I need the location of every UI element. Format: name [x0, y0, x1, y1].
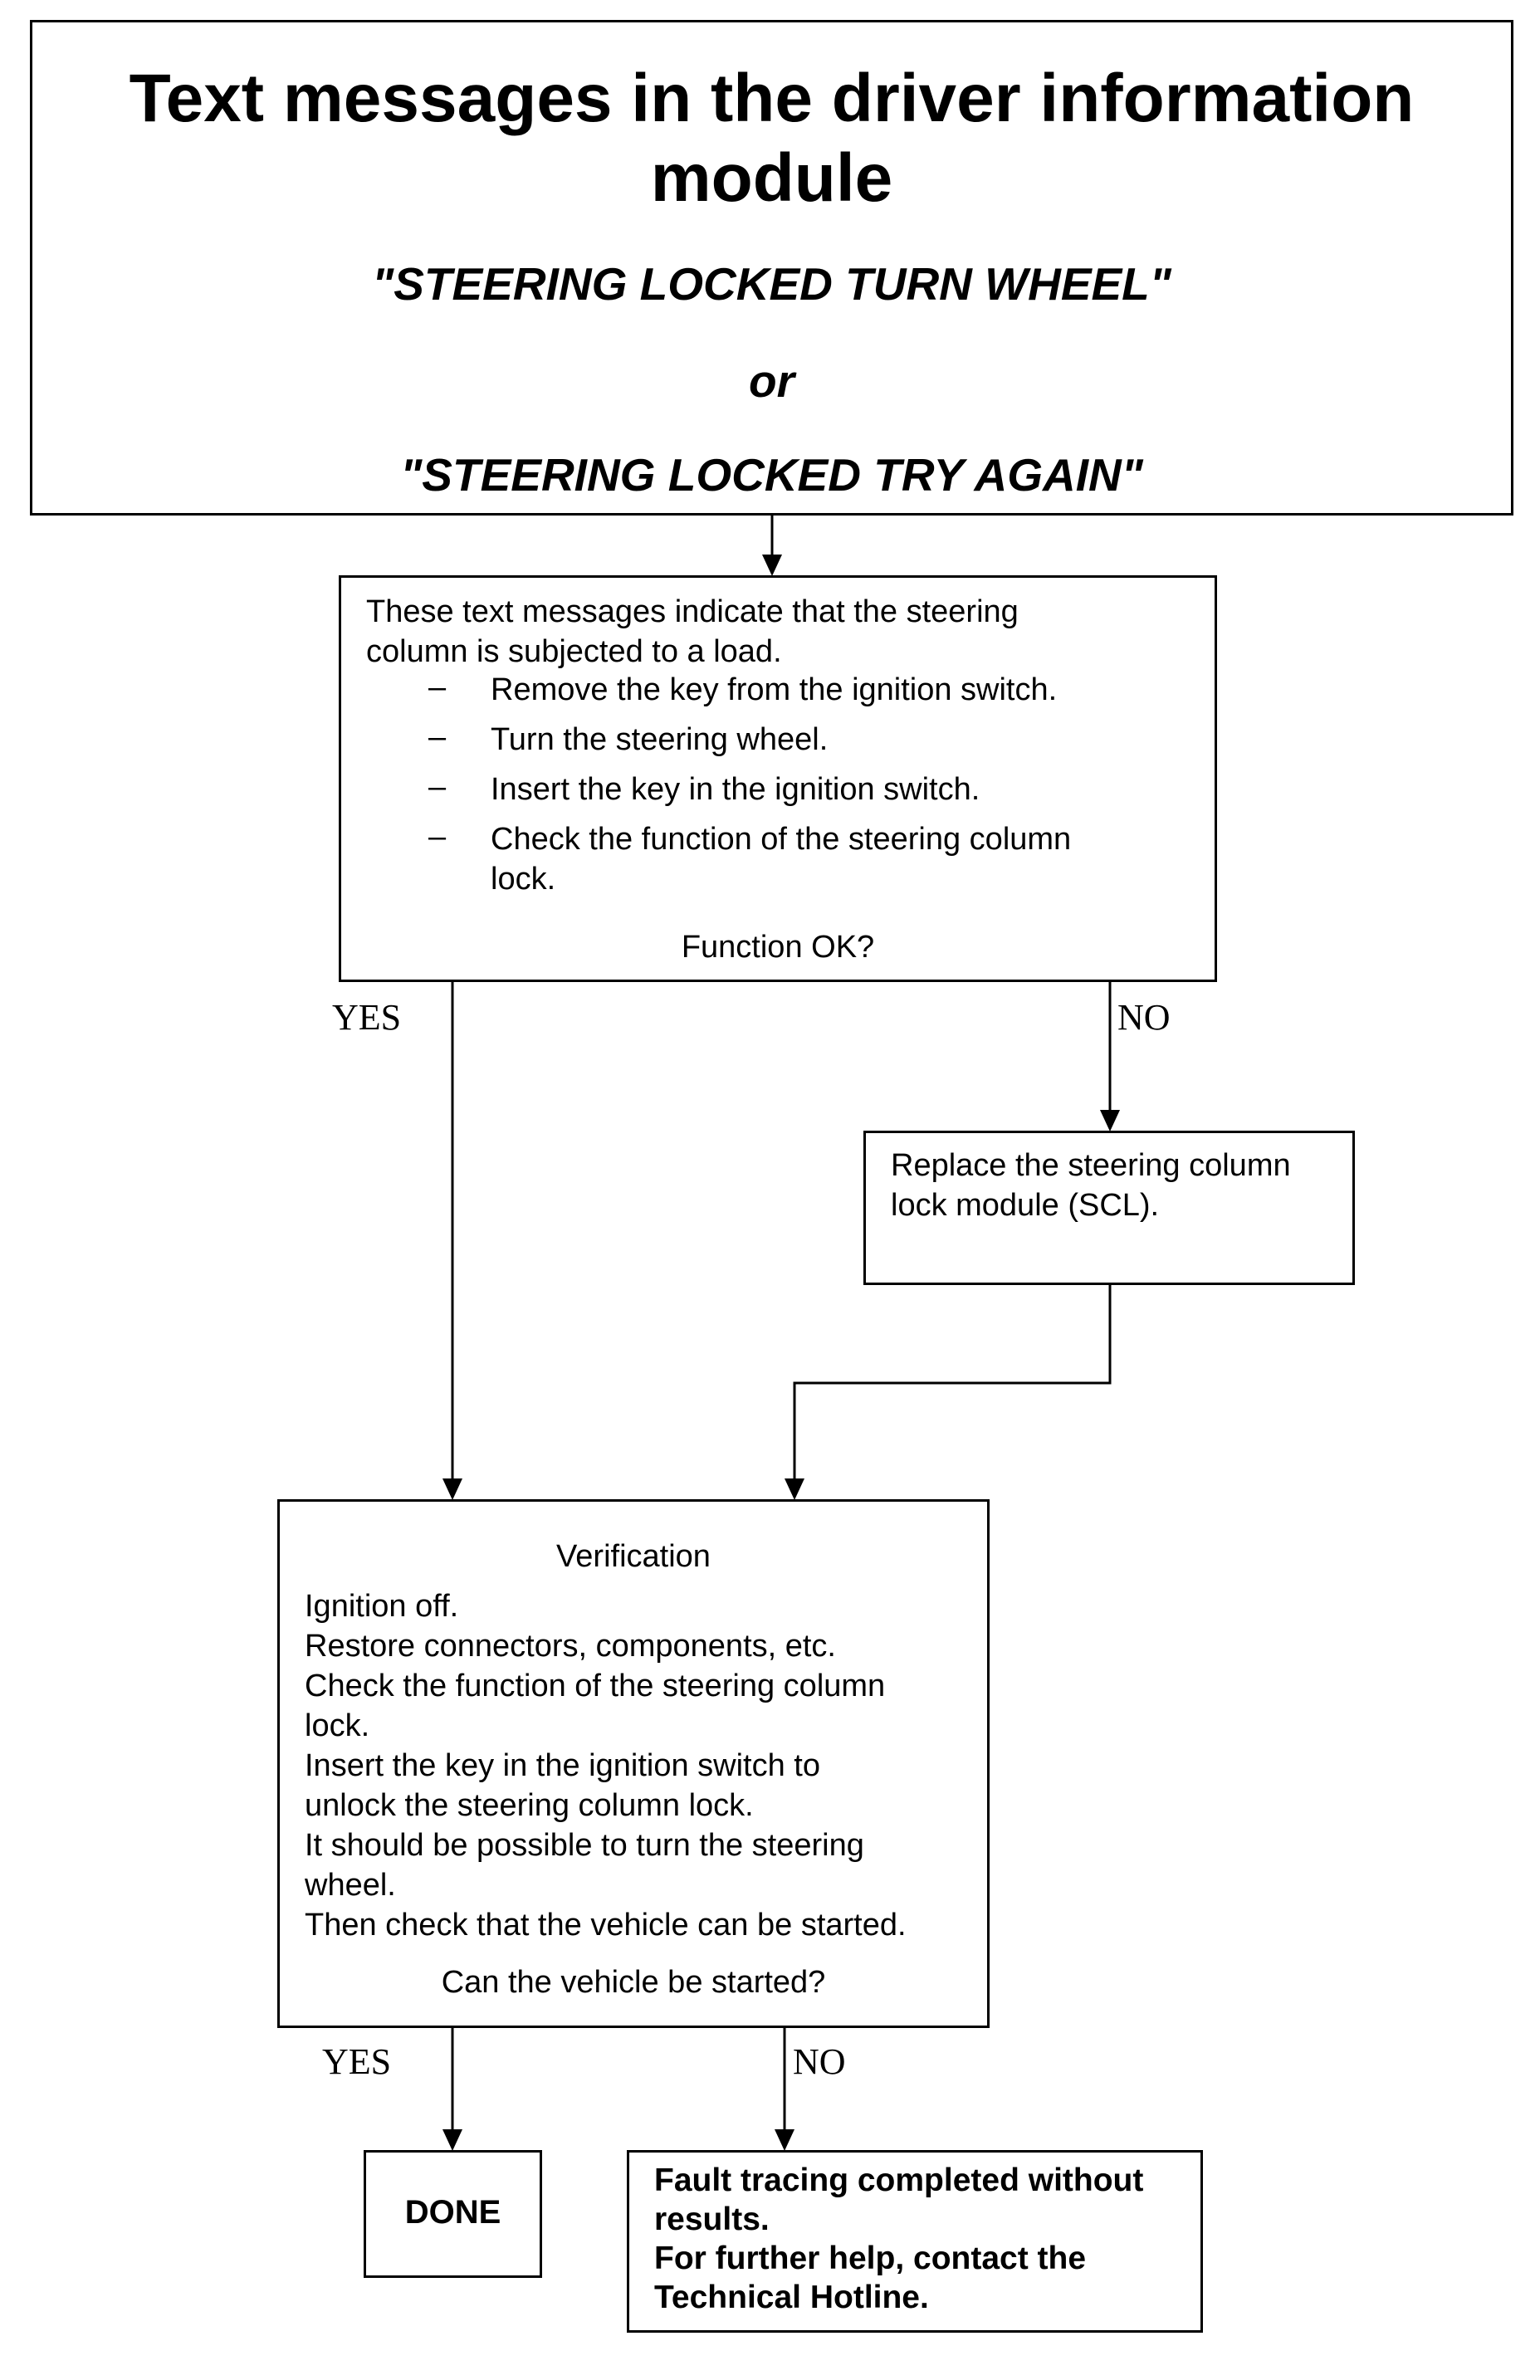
replace-scl-line-1: Replace the steering column	[891, 1148, 1291, 1183]
step-turn-wheel: Turn the steering wheel.	[491, 722, 829, 757]
verification-line: lock.	[305, 1708, 370, 1743]
step-bullet: –	[428, 670, 447, 705]
step-bullet: –	[428, 770, 447, 804]
replace-scl-text: Replace the steering column lock module …	[891, 1146, 1291, 1225]
arrowhead-load-no	[1100, 1110, 1120, 1131]
fault-line: Fault tracing completed without	[654, 2163, 1144, 2198]
load-question: Function OK?	[681, 930, 875, 965]
title-box: Text messages in the driver information …	[30, 20, 1513, 516]
connector-scl-to-verification	[793, 1285, 1112, 1482]
load-check-box: These text messages indicate that the st…	[339, 575, 1217, 982]
fault-line: Technical Hotline.	[654, 2280, 929, 2315]
verification-yes-label: YES	[322, 2041, 392, 2082]
step-check-function: Check the function of the steering colum…	[491, 822, 1072, 857]
replace-scl-box: Replace the steering column lock module …	[863, 1131, 1355, 1285]
fault-line: For further help, contact the	[654, 2241, 1087, 2276]
message-try-again: "STEERING LOCKED TRY AGAIN"	[400, 449, 1143, 501]
message-or: or	[749, 355, 794, 407]
verification-line: wheel.	[305, 1868, 396, 1903]
fault-line: results.	[654, 2202, 770, 2237]
step-check-function-cont: lock.	[491, 862, 556, 897]
message-turn-wheel: "STEERING LOCKED TURN WHEEL"	[372, 258, 1171, 310]
verification-body: Ignition off. Restore connectors, compon…	[305, 1586, 907, 1945]
diagram-title: Text messages in the driver information …	[129, 61, 1415, 216]
verification-line: Restore connectors, components, etc.	[305, 1629, 836, 1664]
verification-line: unlock the steering column lock.	[305, 1788, 754, 1823]
step-bullet: –	[428, 720, 447, 755]
load-intro-line-2: column is subjected to a load.	[366, 634, 782, 669]
verification-line: It should be possible to turn the steeri…	[305, 1828, 864, 1863]
step-remove-key: Remove the key from the ignition switch.	[491, 672, 1058, 707]
step-insert-key: Insert the key in the ignition switch.	[491, 772, 980, 807]
verification-line: Insert the key in the ignition switch to	[305, 1748, 820, 1783]
verification-title: Verification	[556, 1539, 711, 1574]
load-no-label: NO	[1117, 997, 1171, 1038]
done-box: DONE	[364, 2150, 542, 2278]
arrowhead-verification-no	[775, 2129, 794, 2151]
verification-line: Then check that the vehicle can be start…	[305, 1908, 907, 1943]
arrowhead-scl-to-verification	[785, 1478, 804, 1500]
verification-no-label: NO	[793, 2041, 846, 2082]
arrowhead-load-yes	[442, 1478, 462, 1500]
load-intro: These text messages indicate that the st…	[366, 592, 1019, 672]
replace-scl-line-2: lock module (SCL).	[891, 1188, 1160, 1223]
arrowhead-verification-yes	[442, 2129, 462, 2151]
step-bullet: –	[428, 819, 447, 854]
done-label: DONE	[404, 2194, 501, 2231]
fault-text: Fault tracing completed without results.…	[654, 2161, 1143, 2317]
verification-line: Ignition off.	[305, 1589, 459, 1624]
arrowhead-title-to-load	[762, 555, 782, 576]
load-intro-line-1: These text messages indicate that the st…	[366, 594, 1019, 629]
verification-box: Verification Ignition off. Restore conne…	[277, 1499, 990, 2028]
verification-question: Can the vehicle be started?	[441, 1965, 826, 2000]
load-yes-label: YES	[332, 997, 402, 1038]
fault-box: Fault tracing completed without results.…	[627, 2150, 1203, 2333]
verification-line: Check the function of the steering colum…	[305, 1669, 886, 1703]
